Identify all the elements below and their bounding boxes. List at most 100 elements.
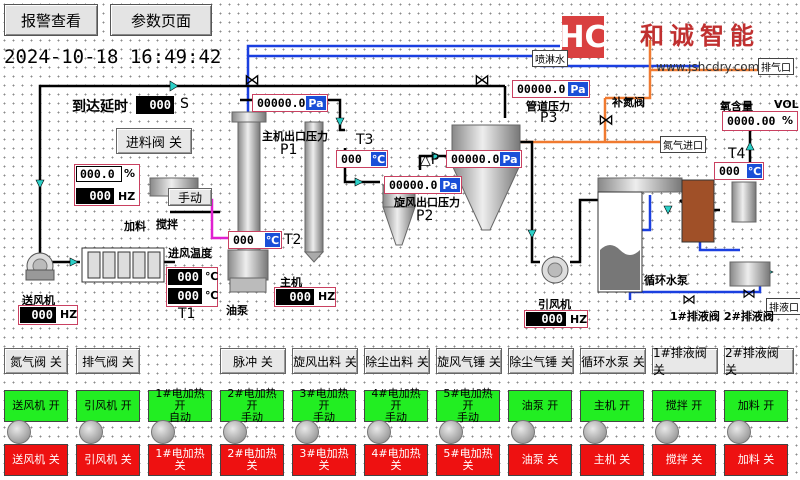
t4-value[interactable]: 000 [716,164,746,178]
nitrogen-valve-label: 补氮阀 [612,96,645,109]
start-button-label: 2#电加热 开 [227,387,277,412]
start-button[interactable]: 2#电加热 开手动 [220,387,284,424]
stop-button[interactable]: 油泵 关 [508,444,572,476]
scrubber-tower [597,177,771,293]
stop-button[interactable]: 主机 关 [580,444,644,476]
p1-label: P1 [280,142,298,158]
feed-mode-button[interactable]: 手动 [168,188,212,206]
start-button[interactable]: 油泵 开 [508,390,572,422]
p3-unit: Pa [568,82,588,96]
start-button[interactable]: 引风机 开 [76,390,140,422]
dp-unit: Pa [500,152,520,166]
induced-fan-label: 引风机 [538,298,571,311]
status-button[interactable]: 脉冲 关 [220,348,286,374]
t1-second-value[interactable]: 000 [168,288,202,304]
stop-button[interactable]: 送风机 关 [4,444,68,476]
status-lamp [79,420,103,444]
status-button[interactable]: 旋风出料 关 [292,348,358,374]
datetime: 2024-10-18 16:49:42 [4,46,222,68]
start-button-label: 引风机 开 [84,399,132,412]
p2-value[interactable]: 00000.0 [386,178,440,192]
main-motor-hz-value[interactable]: 000 [276,289,314,305]
stop-button[interactable]: 加料 关 [724,444,788,476]
p2-desc: 旋风出口压力 [394,196,460,209]
main-motor-label: 主机 [280,276,302,289]
t1-label: T1 [178,306,196,322]
t3-label: T3 [356,132,374,148]
stir-label: 搅拌 [156,218,178,231]
start-button[interactable]: 主机 开 [580,390,644,422]
drain-valve2-icon[interactable]: ⋈ [742,286,756,302]
start-button[interactable]: 搅拌 开 [652,390,716,422]
status-lamp [295,420,319,444]
circ-pump-label: 循环水泵 [644,274,688,287]
status-button[interactable]: 循环水泵 关 [580,348,646,374]
start-button-label: 油泵 开 [521,399,559,412]
induced-fan [541,256,569,284]
status-lamp [7,420,31,444]
feed-valve-button[interactable]: 进料阀 关 [116,128,192,154]
t2-unit: ℃ [265,233,280,247]
start-button-label: 主机 开 [593,399,631,412]
exhaust-valve-button[interactable]: 排气阀 关 [76,348,140,374]
t2-value[interactable]: 000 [230,233,264,247]
start-button[interactable]: 加料 开 [724,390,788,422]
start-button[interactable]: 5#电加热 开手动 [436,388,500,424]
oxygen-unit: % [782,114,794,127]
t1-temp-value[interactable]: 000 [168,269,202,285]
nitrogen-valve-icon[interactable]: ⋈ [598,110,614,129]
status-button[interactable]: 除尘气锤 关 [508,348,574,374]
status-button[interactable]: 旋风气锤 关 [436,348,502,374]
t3-value[interactable]: 000 [338,152,370,166]
butterfly-valve-icon[interactable]: ⋈ [244,70,260,89]
status-lamp [439,420,463,444]
nitrogen-valve-button[interactable]: 氮气阀 关 [4,348,68,374]
start-button[interactable]: 1#电加热 开自动 [148,387,212,424]
status-button[interactable]: 除尘出料 关 [364,348,430,374]
param-page-button[interactable]: 参数页面 [110,4,212,36]
bag-filter [451,124,521,231]
p1-value[interactable]: 00000.0 [254,96,306,110]
stop-button[interactable]: 3#电加热 关 [292,444,356,476]
status-lamp [583,420,607,444]
start-button-label: 手动 [385,411,407,424]
start-button-label: 搅拌 开 [665,399,703,412]
stop-button[interactable]: 4#电加热 关 [364,444,428,476]
dp-value[interactable]: 00000.0 [448,152,500,166]
t3-unit: ℃ [371,152,386,166]
stop-button[interactable]: 5#电加热 关 [436,444,500,476]
start-button[interactable]: 4#电加热 开手动 [364,388,428,424]
exhaust-port-tag: 排气口 [758,58,794,75]
stop-button[interactable]: 搅拌 关 [652,444,716,476]
start-button-label: 加料 开 [737,399,775,412]
drain-valve1-icon[interactable]: ⋈ [682,292,696,308]
blower-hz-value[interactable]: 000 [20,307,56,323]
butterfly-valve-icon[interactable]: ⋈ [474,70,490,89]
status-button[interactable]: 1#排液阀 关 [652,346,718,377]
feed-percent-value[interactable]: 000.0 [76,166,122,182]
stop-button[interactable]: 1#电加热 关 [148,444,212,476]
drain-port-tag: 排液口 [766,298,800,315]
logo-icon: HC [559,16,607,58]
feed-hz-value[interactable]: 000 [76,188,114,204]
logo-brand: 和诚智能 [640,22,760,50]
t1-temp-unit: ℃ [205,270,219,283]
status-button[interactable]: 2#排液阀 关 [724,346,794,377]
start-button[interactable]: 3#电加热 开手动 [292,387,356,424]
oxygen-value[interactable]: 0000.00 [724,113,778,129]
start-button-label: 3#电加热 开 [299,387,349,412]
t2-label: T2 [284,232,302,248]
p3-value[interactable]: 00000.0 [514,82,568,96]
p3-desc: 管道压力 [526,100,570,113]
t1-second-unit: ℃ [205,289,219,302]
status-lamp [151,420,175,444]
stop-button[interactable]: 2#电加热 关 [220,444,284,476]
p1-desc: 主机出口压力 [262,130,328,143]
induced-fan-hz-value[interactable]: 000 [526,312,566,326]
start-button-label: 1#电加热 开 [155,387,205,412]
alarm-view-button[interactable]: 报警查看 [4,4,98,36]
stop-button[interactable]: 引风机 关 [76,444,140,476]
start-button[interactable]: 送风机 开 [4,390,68,422]
delay-value[interactable]: 000 [136,96,174,114]
status-lamp [511,420,535,444]
